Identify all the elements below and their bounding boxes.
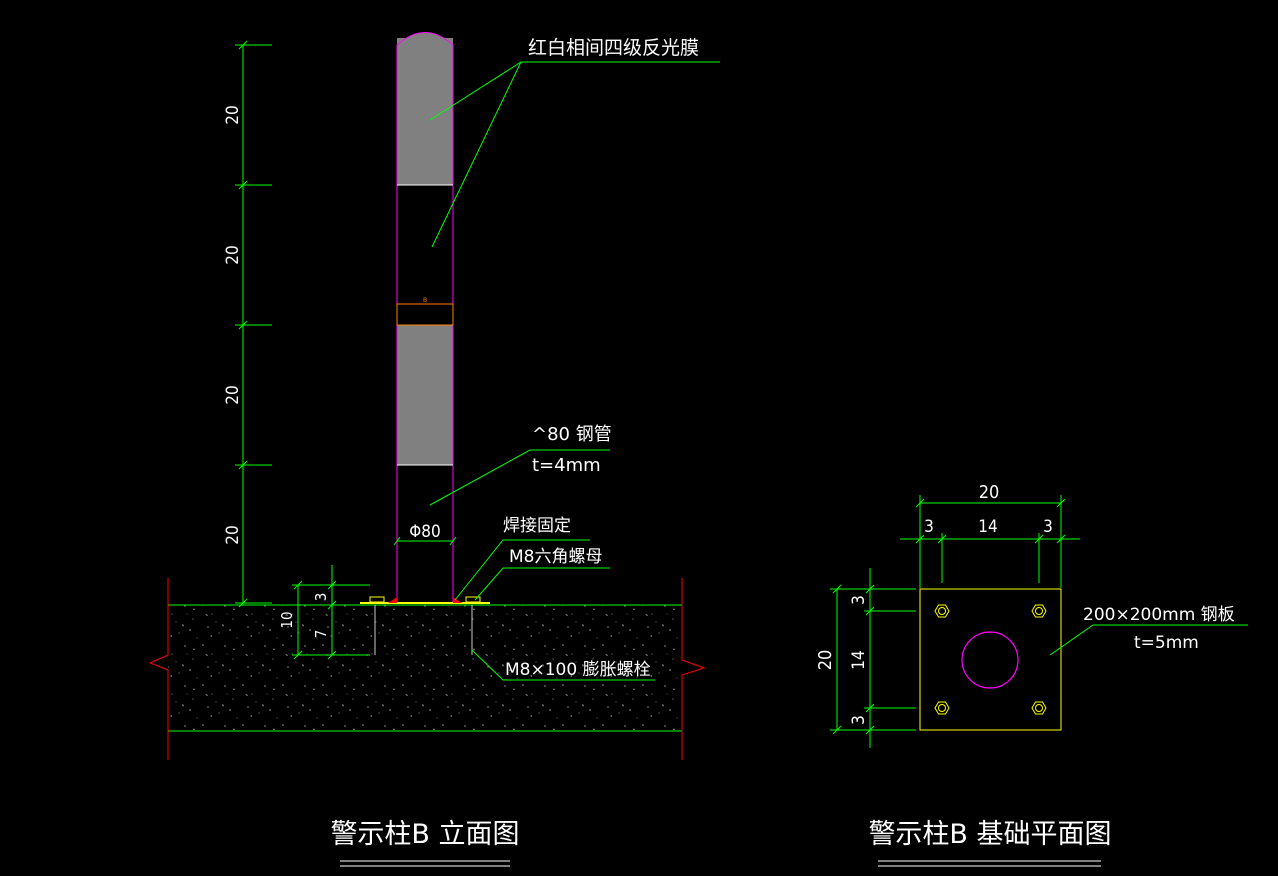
diameter-label: Φ80 <box>409 522 441 542</box>
anchor-bolt <box>1031 604 1047 618</box>
plan-left-total-label: 20 <box>815 650 836 671</box>
pipe-thickness-label: t=4mm <box>532 455 601 476</box>
nut-label: M8六角螺母 <box>509 547 602 567</box>
pipe-section <box>961 631 1019 689</box>
pipe-outline <box>396 32 454 603</box>
anchor-bolt <box>1031 701 1047 715</box>
plate-leader <box>1049 624 1248 656</box>
embed-total-label: 10 <box>278 611 296 628</box>
plan-top-dimension <box>900 495 1080 588</box>
height-dim-label: 20 <box>223 385 243 404</box>
weld-label: 焊接固定 <box>503 516 571 536</box>
plan-left-part-label: 14 <box>849 650 869 669</box>
plate-label: 200×200mm 钢板 <box>1083 605 1235 625</box>
orange-marker-band <box>396 303 454 326</box>
band-marker-text: B <box>423 297 427 304</box>
elevation-title: 警示柱B 立面图 <box>330 819 519 850</box>
plan-top-total-label: 20 <box>979 482 1000 503</box>
plan-top-part-label: 3 <box>924 517 934 537</box>
pipe-cap <box>397 32 453 60</box>
plan-top-part-label: 3 <box>1043 517 1053 537</box>
height-dim-label: 20 <box>223 245 243 264</box>
plan-left-part-label: 3 <box>849 715 869 725</box>
plate-thickness-label: t=5mm <box>1134 633 1199 653</box>
plan-view: 20 3 14 3 20 3 14 3 <box>815 482 1248 867</box>
left-weld-marker <box>388 597 397 603</box>
height-dim-label: 20 <box>223 525 243 544</box>
left-break-line <box>148 578 169 760</box>
film-band-lower <box>397 325 453 465</box>
pipe-label: ^80 钢管 <box>532 424 612 445</box>
plan-left-part-label: 3 <box>849 595 869 605</box>
left-nut <box>369 596 385 603</box>
anchor-bolt <box>934 701 950 715</box>
anchor-bolt <box>934 604 950 618</box>
embed-bottom-label: 7 <box>312 630 330 639</box>
film-label: 红白相间四级反光膜 <box>528 37 699 59</box>
steel-plate <box>919 588 1062 731</box>
leader-lines <box>429 61 720 681</box>
elevation-view: B 20 20 20 20 <box>148 32 720 867</box>
bolt-label: M8×100 膨胀螺栓 <box>505 660 651 680</box>
height-dimension <box>235 40 272 608</box>
diameter-dimension <box>393 536 457 546</box>
right-nut <box>465 596 481 603</box>
film-band-upper <box>397 38 453 185</box>
right-weld-marker <box>453 597 462 603</box>
embed-dimension <box>292 565 370 660</box>
embed-top-label: 3 <box>312 593 330 602</box>
plan-title: 警示柱B 基础平面图 <box>868 819 1111 850</box>
plan-left-dimension <box>830 568 916 748</box>
height-dim-label: 20 <box>223 105 243 124</box>
plan-top-part-label: 14 <box>978 517 997 537</box>
right-break-line <box>681 578 706 760</box>
concrete-foundation <box>168 605 682 731</box>
